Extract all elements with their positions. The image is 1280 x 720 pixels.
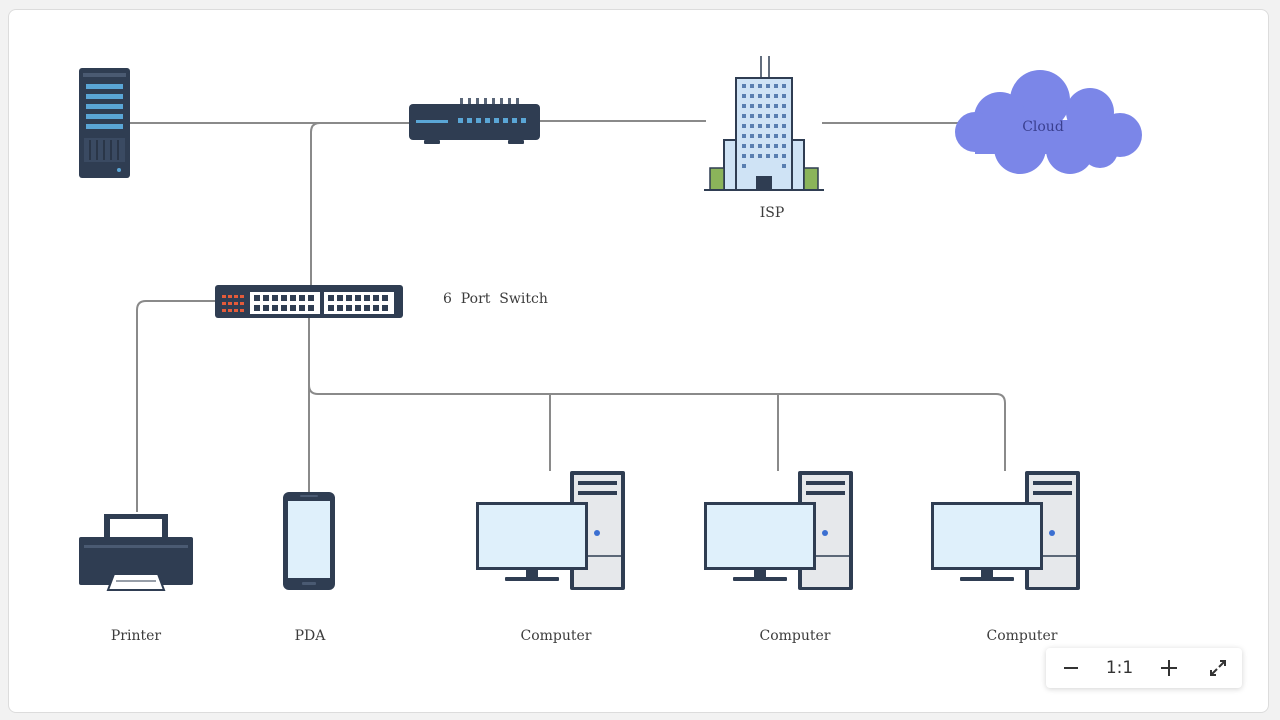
computer2-label: Computer [760,628,831,644]
computer3-label: Computer [987,628,1058,644]
zoom-out-button[interactable] [1053,652,1089,684]
link-switch-computers [308,318,1006,471]
isp-building-icon[interactable] [704,56,824,191]
zoom-reset-button[interactable]: 1:1 [1102,652,1138,684]
fullscreen-button[interactable] [1200,652,1236,684]
zoom-controls: 1:1 [1046,648,1242,688]
computer-icon[interactable] [931,471,1080,590]
computer-icon[interactable] [476,471,625,590]
connections [130,120,1006,512]
pda-icon[interactable] [283,492,335,590]
computer1-label: Computer [521,628,592,644]
isp-label: ISP [760,205,785,221]
link-router-switch [310,122,410,286]
zoom-level: 1:1 [1105,658,1134,678]
server-icon[interactable] [79,68,130,178]
link-switch-printer [136,300,216,512]
printer-icon[interactable] [79,514,193,591]
switch-label: 6 Port Switch [443,291,548,307]
cloud-icon[interactable] [955,70,1142,174]
minus-icon [1063,667,1078,669]
computer-icon[interactable] [704,471,853,590]
pda-label: PDA [295,628,327,644]
cloud-label: Cloud [1022,119,1064,135]
zoom-in-button[interactable] [1151,652,1187,684]
router-icon[interactable] [409,98,540,144]
expand-icon [1209,660,1226,676]
printer-label: Printer [111,628,162,644]
plus-icon [1160,660,1177,676]
switch-icon[interactable] [215,285,403,318]
